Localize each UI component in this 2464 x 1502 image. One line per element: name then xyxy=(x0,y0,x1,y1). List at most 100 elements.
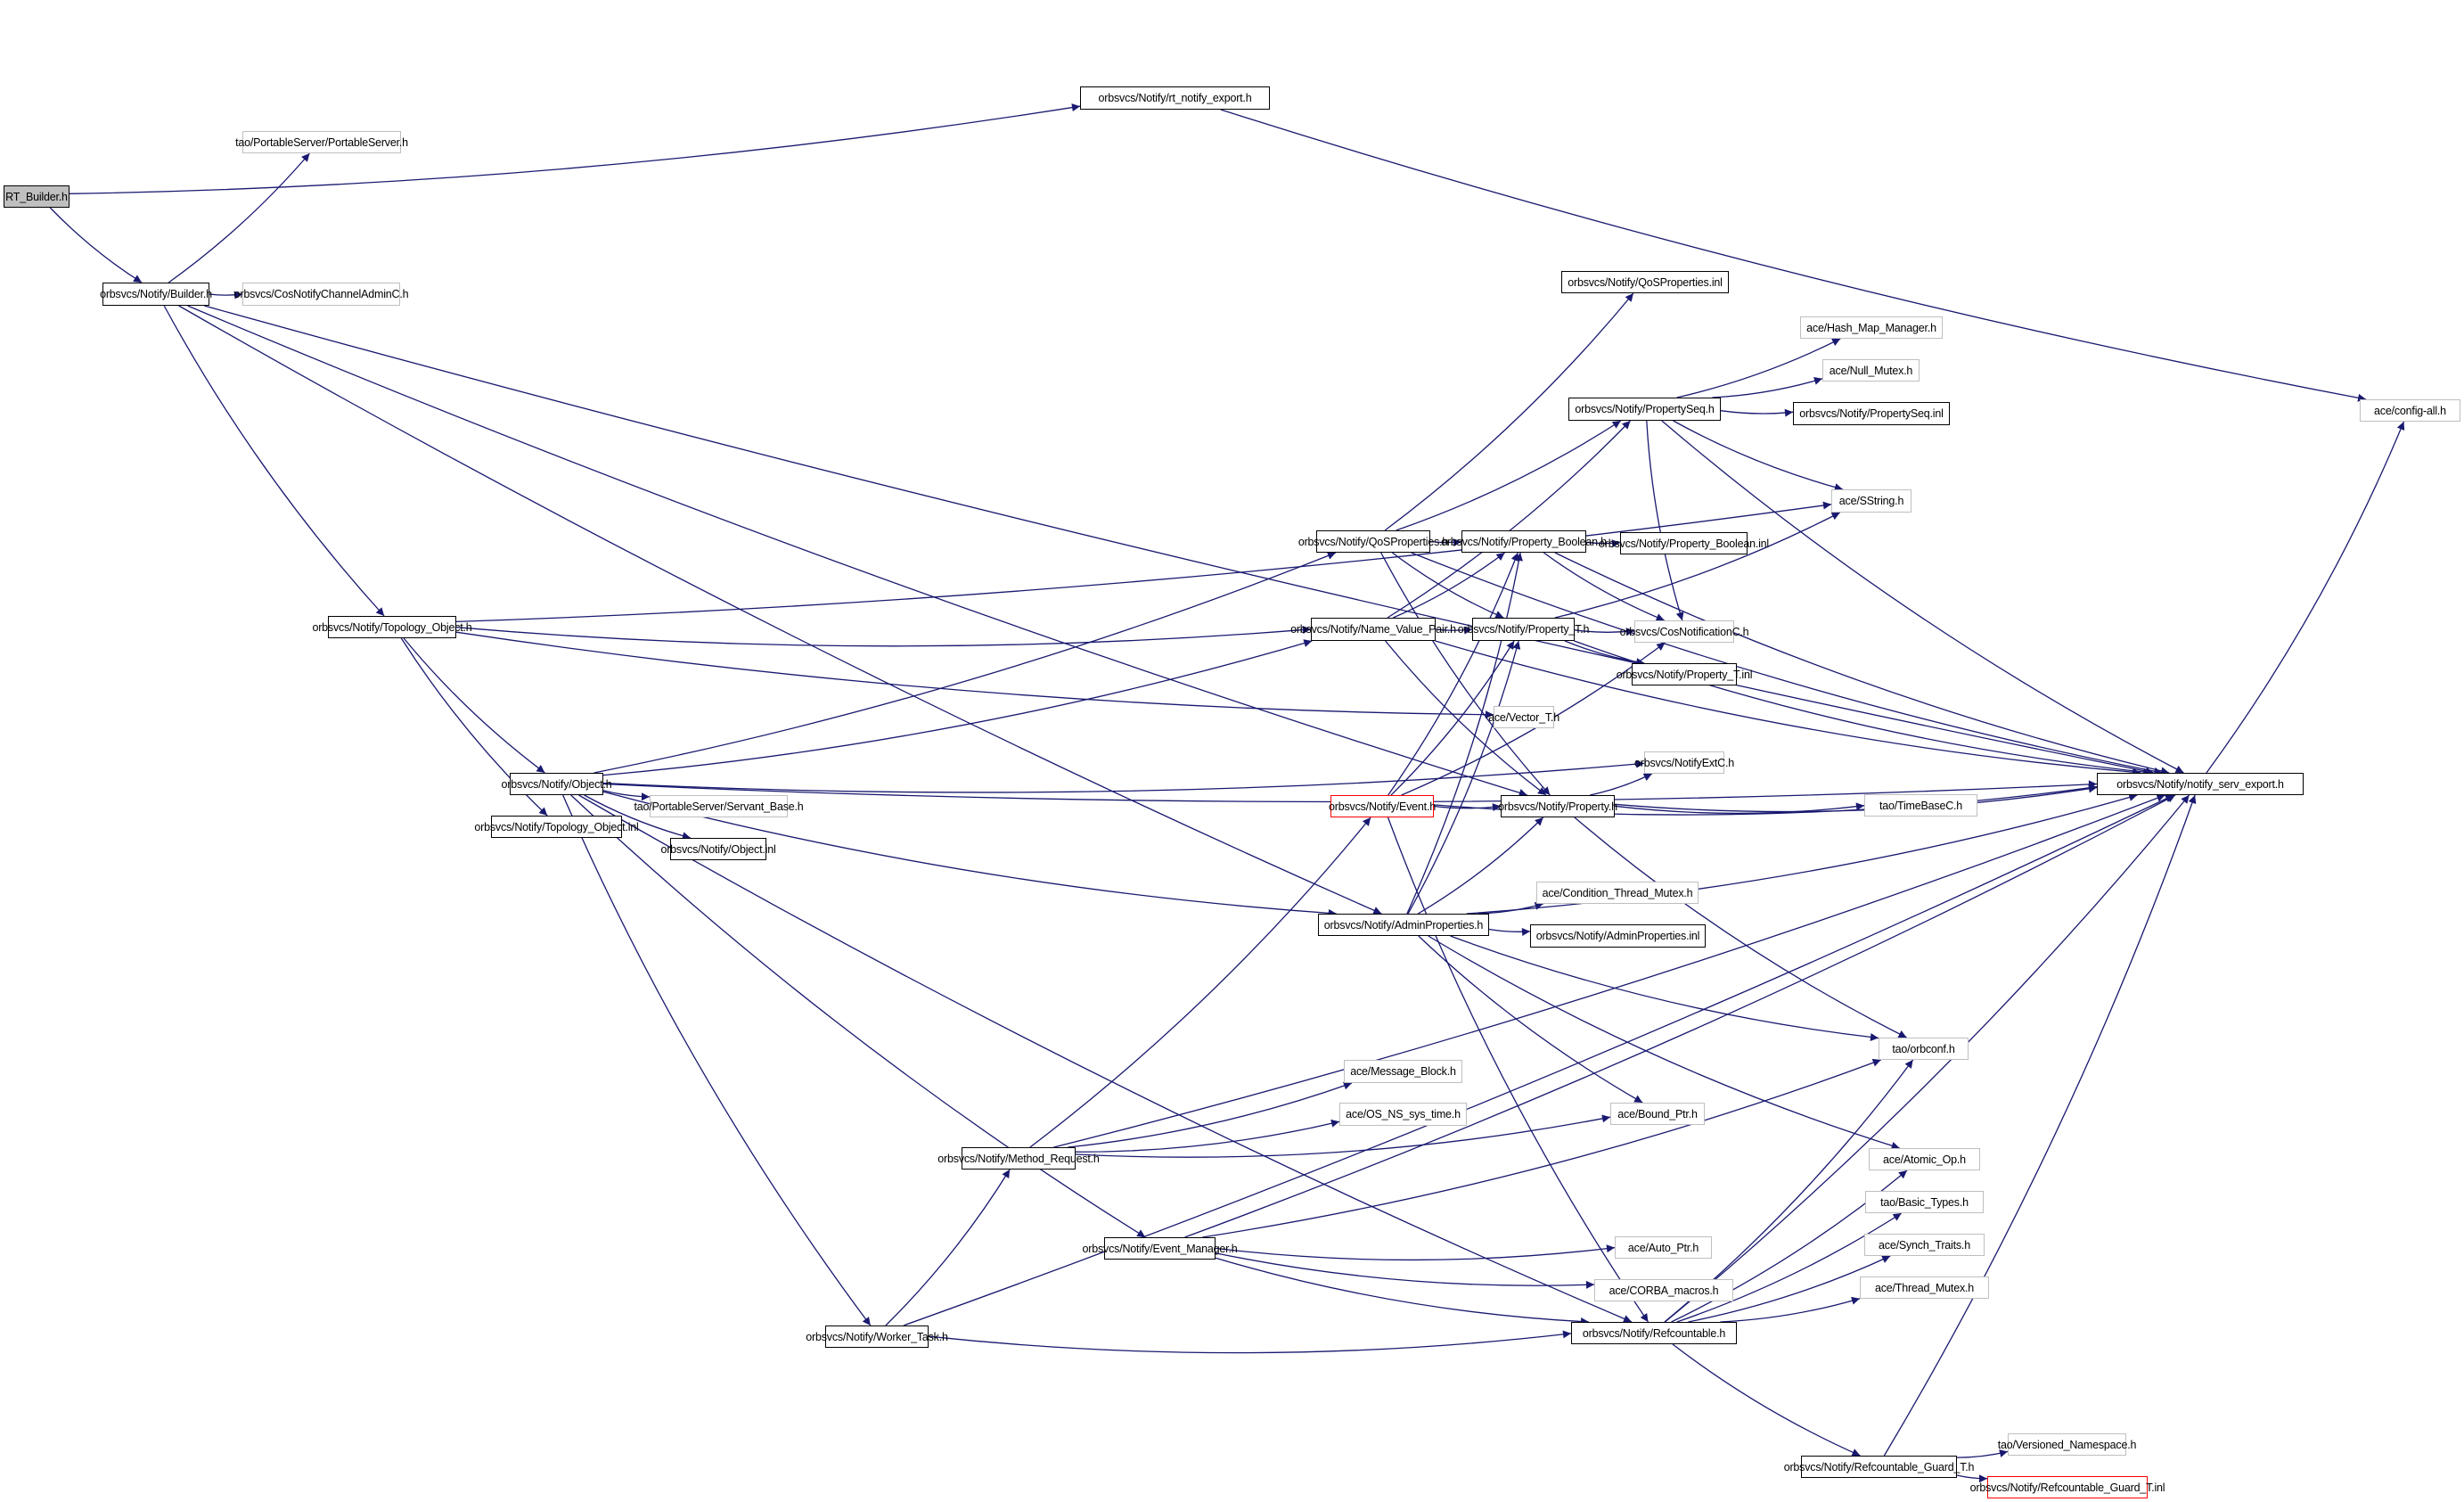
edge-object-to-qosproperties xyxy=(593,552,1337,774)
node-portableserver[interactable]: tao/PortableServer/PortableServer.h xyxy=(235,131,408,153)
edge-object-to-notifyextc xyxy=(602,759,1645,793)
edge-name_value_pair-to-notify_serv_export xyxy=(1435,640,2141,776)
node-versioned-namespace[interactable]: tao/Versioned_Namespace.h xyxy=(1998,1433,2136,1456)
node-timebasec[interactable]: tao/TimeBaseC.h xyxy=(1864,794,1977,817)
node-orbconf[interactable]: tao/orbconf.h xyxy=(1879,1038,1969,1060)
edge-topology_object-to-object xyxy=(403,637,545,774)
node-label: orbsvcs/Notify/rt_notify_export.h xyxy=(1098,92,1252,104)
node-cosnotificationc[interactable]: orbsvcs/CosNotificationC.h xyxy=(1620,620,1749,643)
edge-refcountable-to-synch_traits xyxy=(1688,1255,1891,1323)
edge-propertyseq-to-notify_serv_export xyxy=(1661,420,2184,774)
node-notifyextc[interactable]: orbsvcs/NotifyExtC.h xyxy=(1634,751,1734,774)
node-label: ace/Auto_Ptr.h xyxy=(1627,1241,1699,1254)
node-label: orbsvcs/Notify/Property_T.h xyxy=(1457,623,1590,636)
node-object-inl[interactable]: orbsvcs/Notify/Object.inl xyxy=(660,838,776,860)
node-property[interactable]: orbsvcs/Notify/Property.h xyxy=(1498,795,1617,817)
node-object[interactable]: orbsvcs/Notify/Object.h xyxy=(502,773,612,795)
node-label: ace/Atomic_Op.h xyxy=(1883,1153,1966,1166)
node-topology-object-inl[interactable]: orbsvcs/Notify/Topology_Object.inl xyxy=(474,816,639,838)
node-property-t-inl[interactable]: orbsvcs/Notify/Property_T.inl xyxy=(1617,663,1752,685)
edge-event_manager-to-auto_ptr xyxy=(1215,1244,1616,1261)
node-refcountable[interactable]: orbsvcs/Notify/Refcountable.h xyxy=(1571,1322,1737,1344)
node-hash-map-manager[interactable]: ace/Hash_Map_Manager.h xyxy=(1800,316,1943,339)
node-propertyseq-inl[interactable]: orbsvcs/Notify/PropertySeq.inl xyxy=(1793,402,1950,425)
edge-event-to-property xyxy=(1433,803,1502,812)
edge-property_boolean-to-cosnotificationc xyxy=(1543,552,1665,621)
node-label: ace/Condition_Thread_Mutex.h xyxy=(1542,886,1693,899)
node-adminproperties-inl[interactable]: orbsvcs/Notify/AdminProperties.inl xyxy=(1530,924,1706,948)
node-property-boolean-inl[interactable]: orbsvcs/Notify/Property_Boolean.inl xyxy=(1599,532,1769,554)
node-servant-base[interactable]: tao/PortableServer/Servant_Base.h xyxy=(634,795,804,817)
node-name-value-pair[interactable]: orbsvcs/Notify/Name_Value_Pair.h xyxy=(1290,618,1456,641)
edge-rt_builder-to-rt_notify_export xyxy=(69,103,1081,194)
node-label: orbsvcs/Notify/Refcountable_Guard_T.inl xyxy=(1969,1481,2165,1494)
edge-notify_serv_export-to-config_all xyxy=(2206,421,2405,774)
edge-event-to-property_t xyxy=(1390,640,1515,796)
node-propertyseq[interactable]: orbsvcs/Notify/PropertySeq.h xyxy=(1568,398,1721,421)
node-cosnotifychanneladminc[interactable]: orbsvcs/CosNotifyChannelAdminC.h xyxy=(234,283,409,306)
node-event[interactable]: orbsvcs/Notify/Event.h xyxy=(1329,795,1436,817)
edge-topology_object-to-vector_t xyxy=(455,631,1494,719)
node-label: tao/PortableServer/PortableServer.h xyxy=(235,135,408,149)
edge-event-to-refcountable xyxy=(1387,817,1649,1323)
node-property-t[interactable]: orbsvcs/Notify/Property_T.h xyxy=(1458,618,1589,641)
edge-qosproperties-to-qosproperties_inl xyxy=(1384,292,1634,531)
node-qosproperties[interactable]: orbsvcs/Notify/QoSProperties.h xyxy=(1298,530,1448,553)
edge-refcountable-to-refcountable_guard_t xyxy=(1672,1343,1861,1457)
node-label: ace/Hash_Map_Manager.h xyxy=(1806,321,1936,334)
edge-rt_builder-to-builder xyxy=(49,207,143,283)
node-label: orbsvcs/Notify/Refcountable.h xyxy=(1582,1326,1726,1340)
node-corba-macros[interactable]: ace/CORBA_macros.h xyxy=(1594,1279,1733,1301)
node-os-ns-sys-time[interactable]: ace/OS_NS_sys_time.h xyxy=(1339,1103,1467,1126)
node-label: orbsvcs/Notify/AdminProperties.h xyxy=(1323,918,1484,932)
edge-topology_object-to-sstring xyxy=(455,501,1832,623)
node-qosproperties-inl[interactable]: orbsvcs/Notify/QoSProperties.inl xyxy=(1561,271,1729,293)
node-config-all[interactable]: ace/config-all.h xyxy=(2360,399,2460,422)
edge-name_value_pair-to-property xyxy=(1385,640,1547,796)
node-adminproperties[interactable]: orbsvcs/Notify/AdminProperties.h xyxy=(1318,914,1489,936)
node-rt-notify-export[interactable]: orbsvcs/Notify/rt_notify_export.h xyxy=(1080,86,1270,110)
node-bound-ptr[interactable]: ace/Bound_Ptr.h xyxy=(1610,1103,1705,1125)
node-message-block[interactable]: ace/Message_Block.h xyxy=(1344,1060,1462,1083)
node-refcountable-guard-t[interactable]: orbsvcs/Notify/Refcountable_Guard_T.h xyxy=(1784,1456,1974,1478)
edge-propertyseq-to-propertyseq_inl xyxy=(1720,408,1794,417)
node-label: ace/Thread_Mutex.h xyxy=(1874,1281,1975,1294)
node-property-boolean[interactable]: orbsvcs/Notify/Property_Boolean.h xyxy=(1441,530,1607,553)
edge-name_value_pair-to-property_t xyxy=(1435,626,1473,635)
edge-property-to-orbconf xyxy=(1574,817,1907,1038)
node-label: orbsvcs/Notify/Event.h xyxy=(1329,800,1436,813)
node-builder[interactable]: orbsvcs/Notify/Builder.h xyxy=(100,283,212,306)
node-label: orbsvcs/Notify/Property_Boolean.h xyxy=(1441,535,1607,548)
edge-adminproperties-to-adminproperties_inl xyxy=(1488,927,1531,936)
node-label: ace/Message_Block.h xyxy=(1350,1065,1456,1078)
edge-adminproperties-to-orbconf xyxy=(1450,935,1879,1041)
node-worker-task[interactable]: orbsvcs/Notify/Worker_Task.h xyxy=(806,1326,948,1348)
node-label: ace/OS_NS_sys_time.h xyxy=(1346,1108,1461,1120)
edge-property_t-to-sstring xyxy=(1554,512,1840,619)
node-synch-traits[interactable]: ace/Synch_Traits.h xyxy=(1864,1234,1985,1256)
node-vector-t[interactable]: ace/Vector_T.h xyxy=(1488,706,1559,728)
node-null-mutex[interactable]: ace/Null_Mutex.h xyxy=(1822,359,1920,382)
edge-builder-to-portableserver xyxy=(168,152,310,283)
node-refcountable-guard-t-inl[interactable]: orbsvcs/Notify/Refcountable_Guard_T.inl xyxy=(1970,1476,2165,1498)
edge-propertyseq-to-null_mutex xyxy=(1712,377,1823,398)
node-notify-serv-export[interactable]: orbsvcs/Notify/notify_serv_export.h xyxy=(2097,773,2304,795)
node-condition-thread-mutex[interactable]: ace/Condition_Thread_Mutex.h xyxy=(1536,882,1699,904)
node-label: tao/orbconf.h xyxy=(1892,1042,1955,1055)
node-topology-object[interactable]: orbsvcs/Notify/Topology_Object.h xyxy=(312,616,472,638)
node-label: tao/TimeBaseC.h xyxy=(1879,799,1963,812)
node-atomic-op[interactable]: ace/Atomic_Op.h xyxy=(1869,1148,1980,1170)
node-thread-mutex[interactable]: ace/Thread_Mutex.h xyxy=(1860,1276,1989,1299)
node-method-request[interactable]: orbsvcs/Notify/Method_Request.h xyxy=(937,1147,1100,1170)
node-label: orbsvcs/Notify/Property.h xyxy=(1498,800,1617,813)
edge-refcountable_guard_t-to-refcountable_guard_t_inl xyxy=(1956,1474,1988,1483)
edge-worker_task-to-method_request xyxy=(885,1169,1011,1326)
node-label: ace/SString.h xyxy=(1838,495,1904,507)
node-auto-ptr[interactable]: ace/Auto_Ptr.h xyxy=(1615,1236,1712,1259)
node-basic-types[interactable]: tao/Basic_Types.h xyxy=(1865,1191,1984,1213)
edge-event_manager-to-orbconf xyxy=(1202,1058,1881,1238)
node-sstring[interactable]: ace/SString.h xyxy=(1831,489,1911,513)
node-event-manager[interactable]: orbsvcs/Notify/Event_Manager.h xyxy=(1083,1237,1238,1260)
node-label: orbsvcs/Notify/Refcountable_Guard_T.h xyxy=(1783,1460,1975,1473)
edge-event-to-property_boolean xyxy=(1388,552,1519,796)
